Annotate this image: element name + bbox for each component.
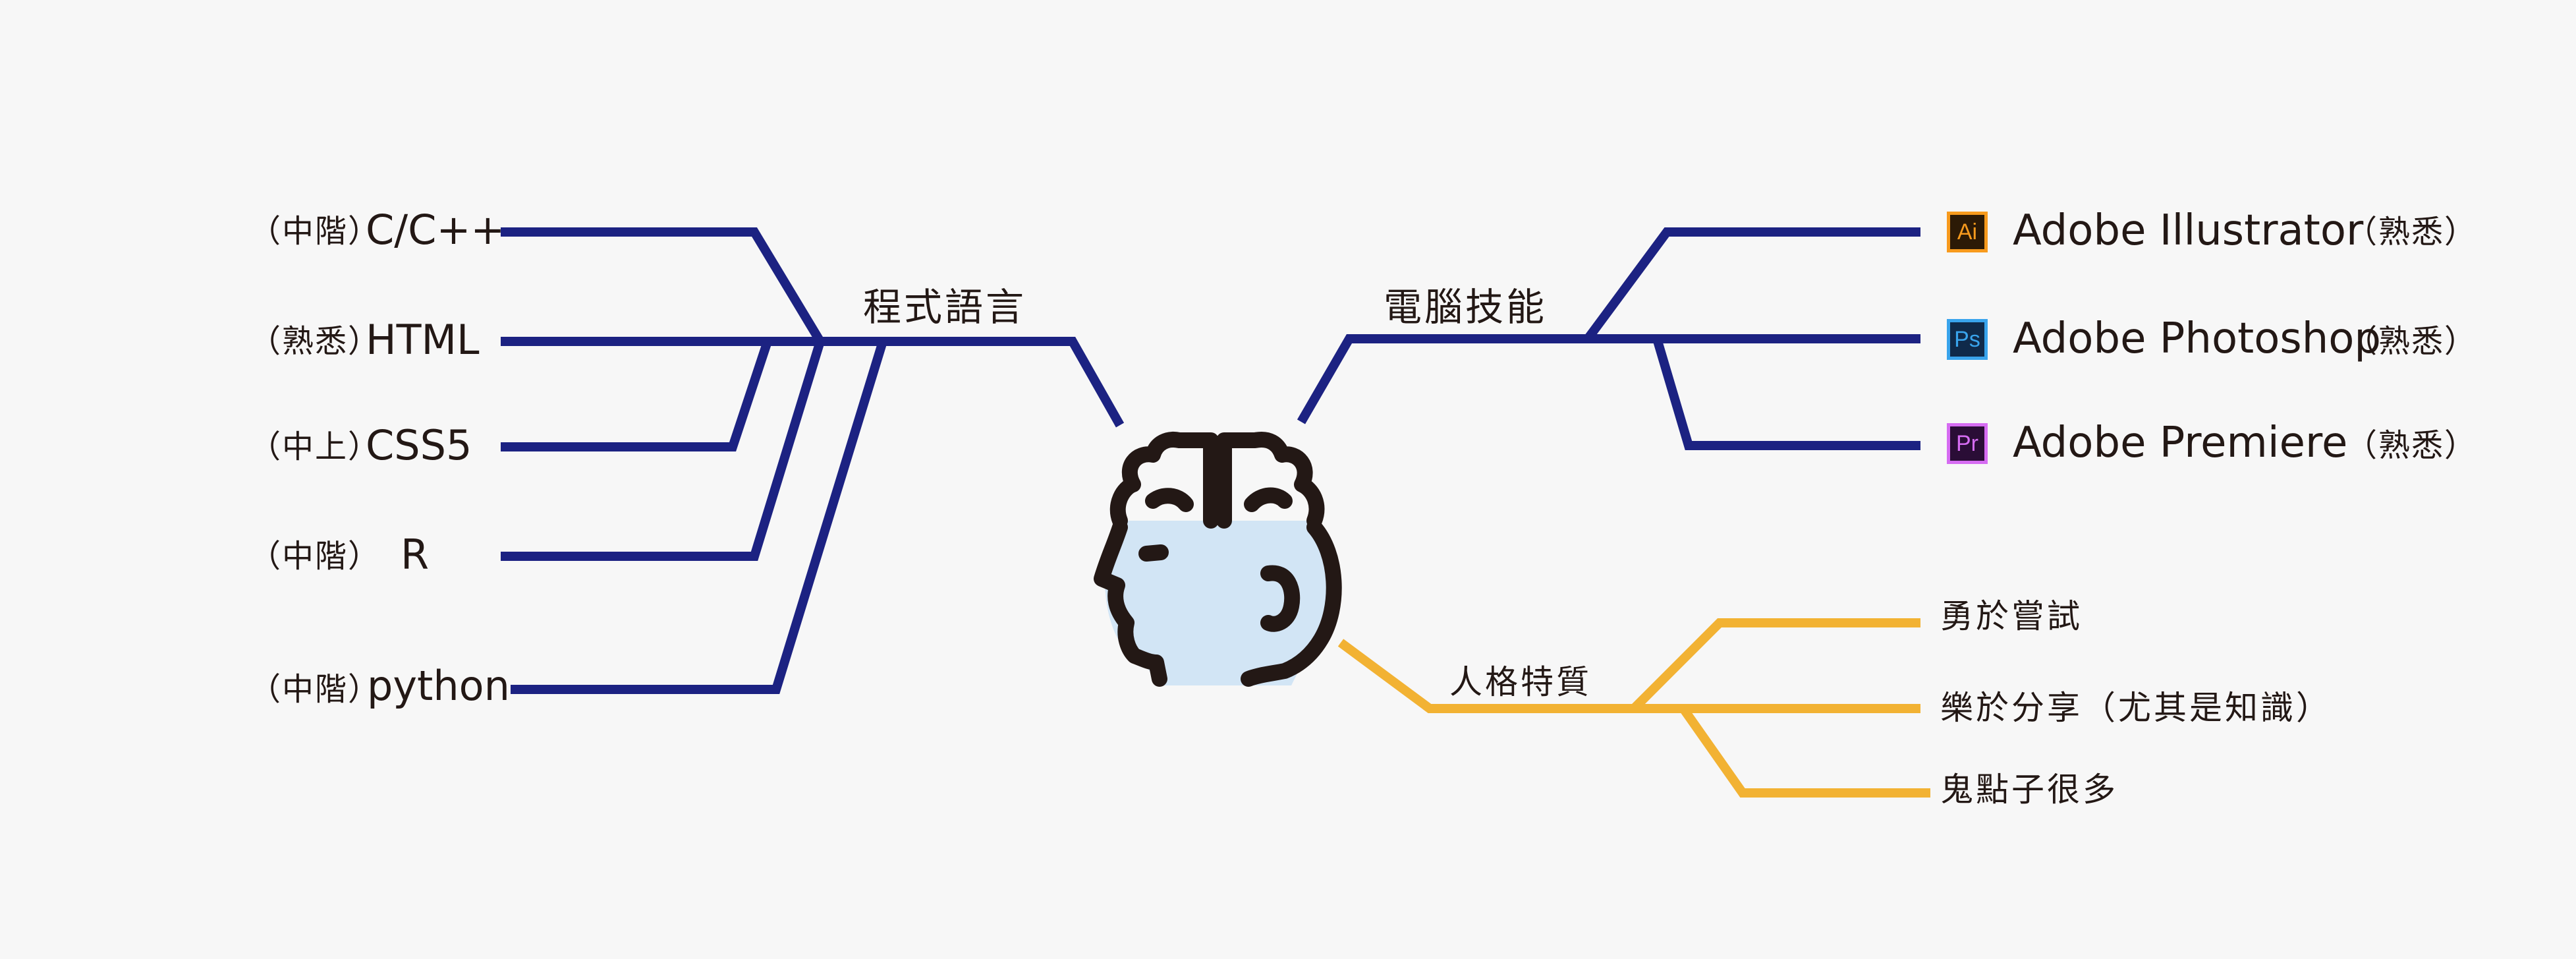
category-personality: 人格特質 [1449,663,1592,701]
brain-head-icon [1094,432,1342,687]
line-trait-3 [1679,705,1930,798]
illustrator-icon-text: Ai [1957,219,1978,245]
app-level: （熟悉） [2345,427,2478,464]
line-computer-trunk [1297,334,1588,424]
skill-level: （中上） [249,428,381,465]
app-level: （熟悉） [2345,214,2478,250]
trait-item-2: 樂於分享（尤其是知識） [1940,689,2332,727]
app-level: （熟悉） [2345,323,2478,360]
personality-branch-lines [1337,618,1930,798]
line-css [501,339,772,451]
skill-level: （中階） [249,671,381,708]
app-name: Adobe Premiere [2013,419,2348,467]
photoshop-icon: Ps [1947,319,1988,360]
app-name: Adobe Illustrator [2013,206,2364,255]
computer-branch-lines [1297,227,1920,450]
line-premiere [1652,337,1920,450]
trait-item-3: 鬼點子很多 [1940,770,2118,809]
skill-name: R [401,531,430,579]
line-personality-trunk [1337,639,1634,713]
skill-level: （熟悉） [249,323,381,360]
premiere-icon: Pr [1947,423,1988,464]
line-illustrator [1584,227,1920,342]
programming-branch-lines [501,227,1125,694]
category-computer: 電腦技能 [1384,285,1548,330]
line-cpp [501,227,824,344]
line-trait-1 [1631,618,1920,712]
skill-name: CSS5 [366,421,472,469]
category-programming: 程式語言 [863,285,1027,330]
line-python [511,339,887,694]
premiere-icon-text: Pr [1956,430,1978,456]
skill-name: HTML [366,316,480,364]
illustrator-icon: Ai [1947,212,1988,252]
trait-item-1: 勇於嘗試 [1940,597,2083,635]
photoshop-icon-text: Ps [1954,326,1980,352]
skill-level: （中階） [249,538,381,575]
app-name: Adobe Photoshop [2013,314,2382,363]
skill-name: C/C++ [366,206,505,254]
skill-level: （中階） [249,213,381,250]
line-r [501,339,825,561]
line-programming-trunk [820,337,1125,428]
skill-name: python [367,662,510,710]
